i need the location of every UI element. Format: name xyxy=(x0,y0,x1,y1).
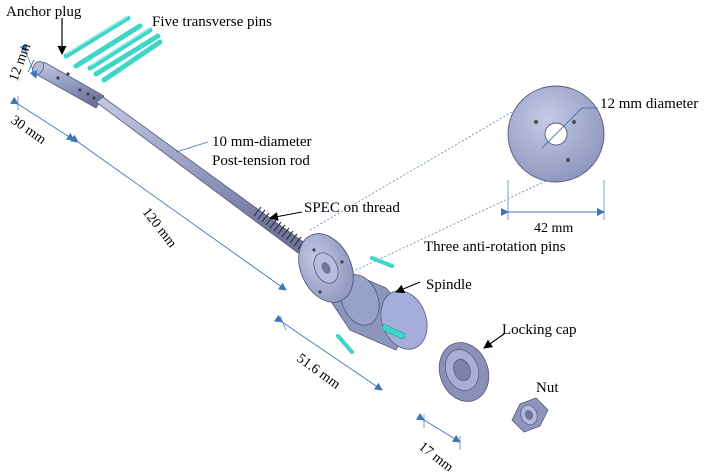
dim-disk-diameter: 42 mm xyxy=(534,221,573,236)
label-spec-thread: SPEC on thread xyxy=(304,200,400,216)
spindle-assembly xyxy=(298,233,428,351)
disk-detail xyxy=(507,85,605,183)
dim-flange-length: 51.6 mm xyxy=(294,351,343,392)
dim-plug-length: 30 mm xyxy=(8,113,49,148)
label-anchor-plug: Anchor plug xyxy=(6,4,82,20)
label-nut: Nut xyxy=(536,380,559,396)
label-anti-rotation: Three anti-rotation pins xyxy=(424,239,566,255)
locking-cap xyxy=(438,342,490,402)
label-locking-cap: Locking cap xyxy=(502,322,577,338)
label-spindle: Spindle xyxy=(426,277,472,293)
label-rod-diameter: 10 mm-diameter xyxy=(212,134,312,150)
label-five-pins: Five transverse pins xyxy=(152,14,272,30)
dimension-lines xyxy=(9,44,605,450)
leader-arrows xyxy=(57,18,505,349)
projection-lines xyxy=(309,111,549,273)
label-hole-diameter: 12 mm diameter xyxy=(600,96,698,112)
transverse-pins xyxy=(63,15,163,83)
nut xyxy=(511,397,549,433)
dim-cap-length: 17 mm xyxy=(416,439,456,471)
dim-rod-length: 120 mm xyxy=(139,205,179,251)
label-rod-name: Post-tension rod xyxy=(212,153,310,169)
